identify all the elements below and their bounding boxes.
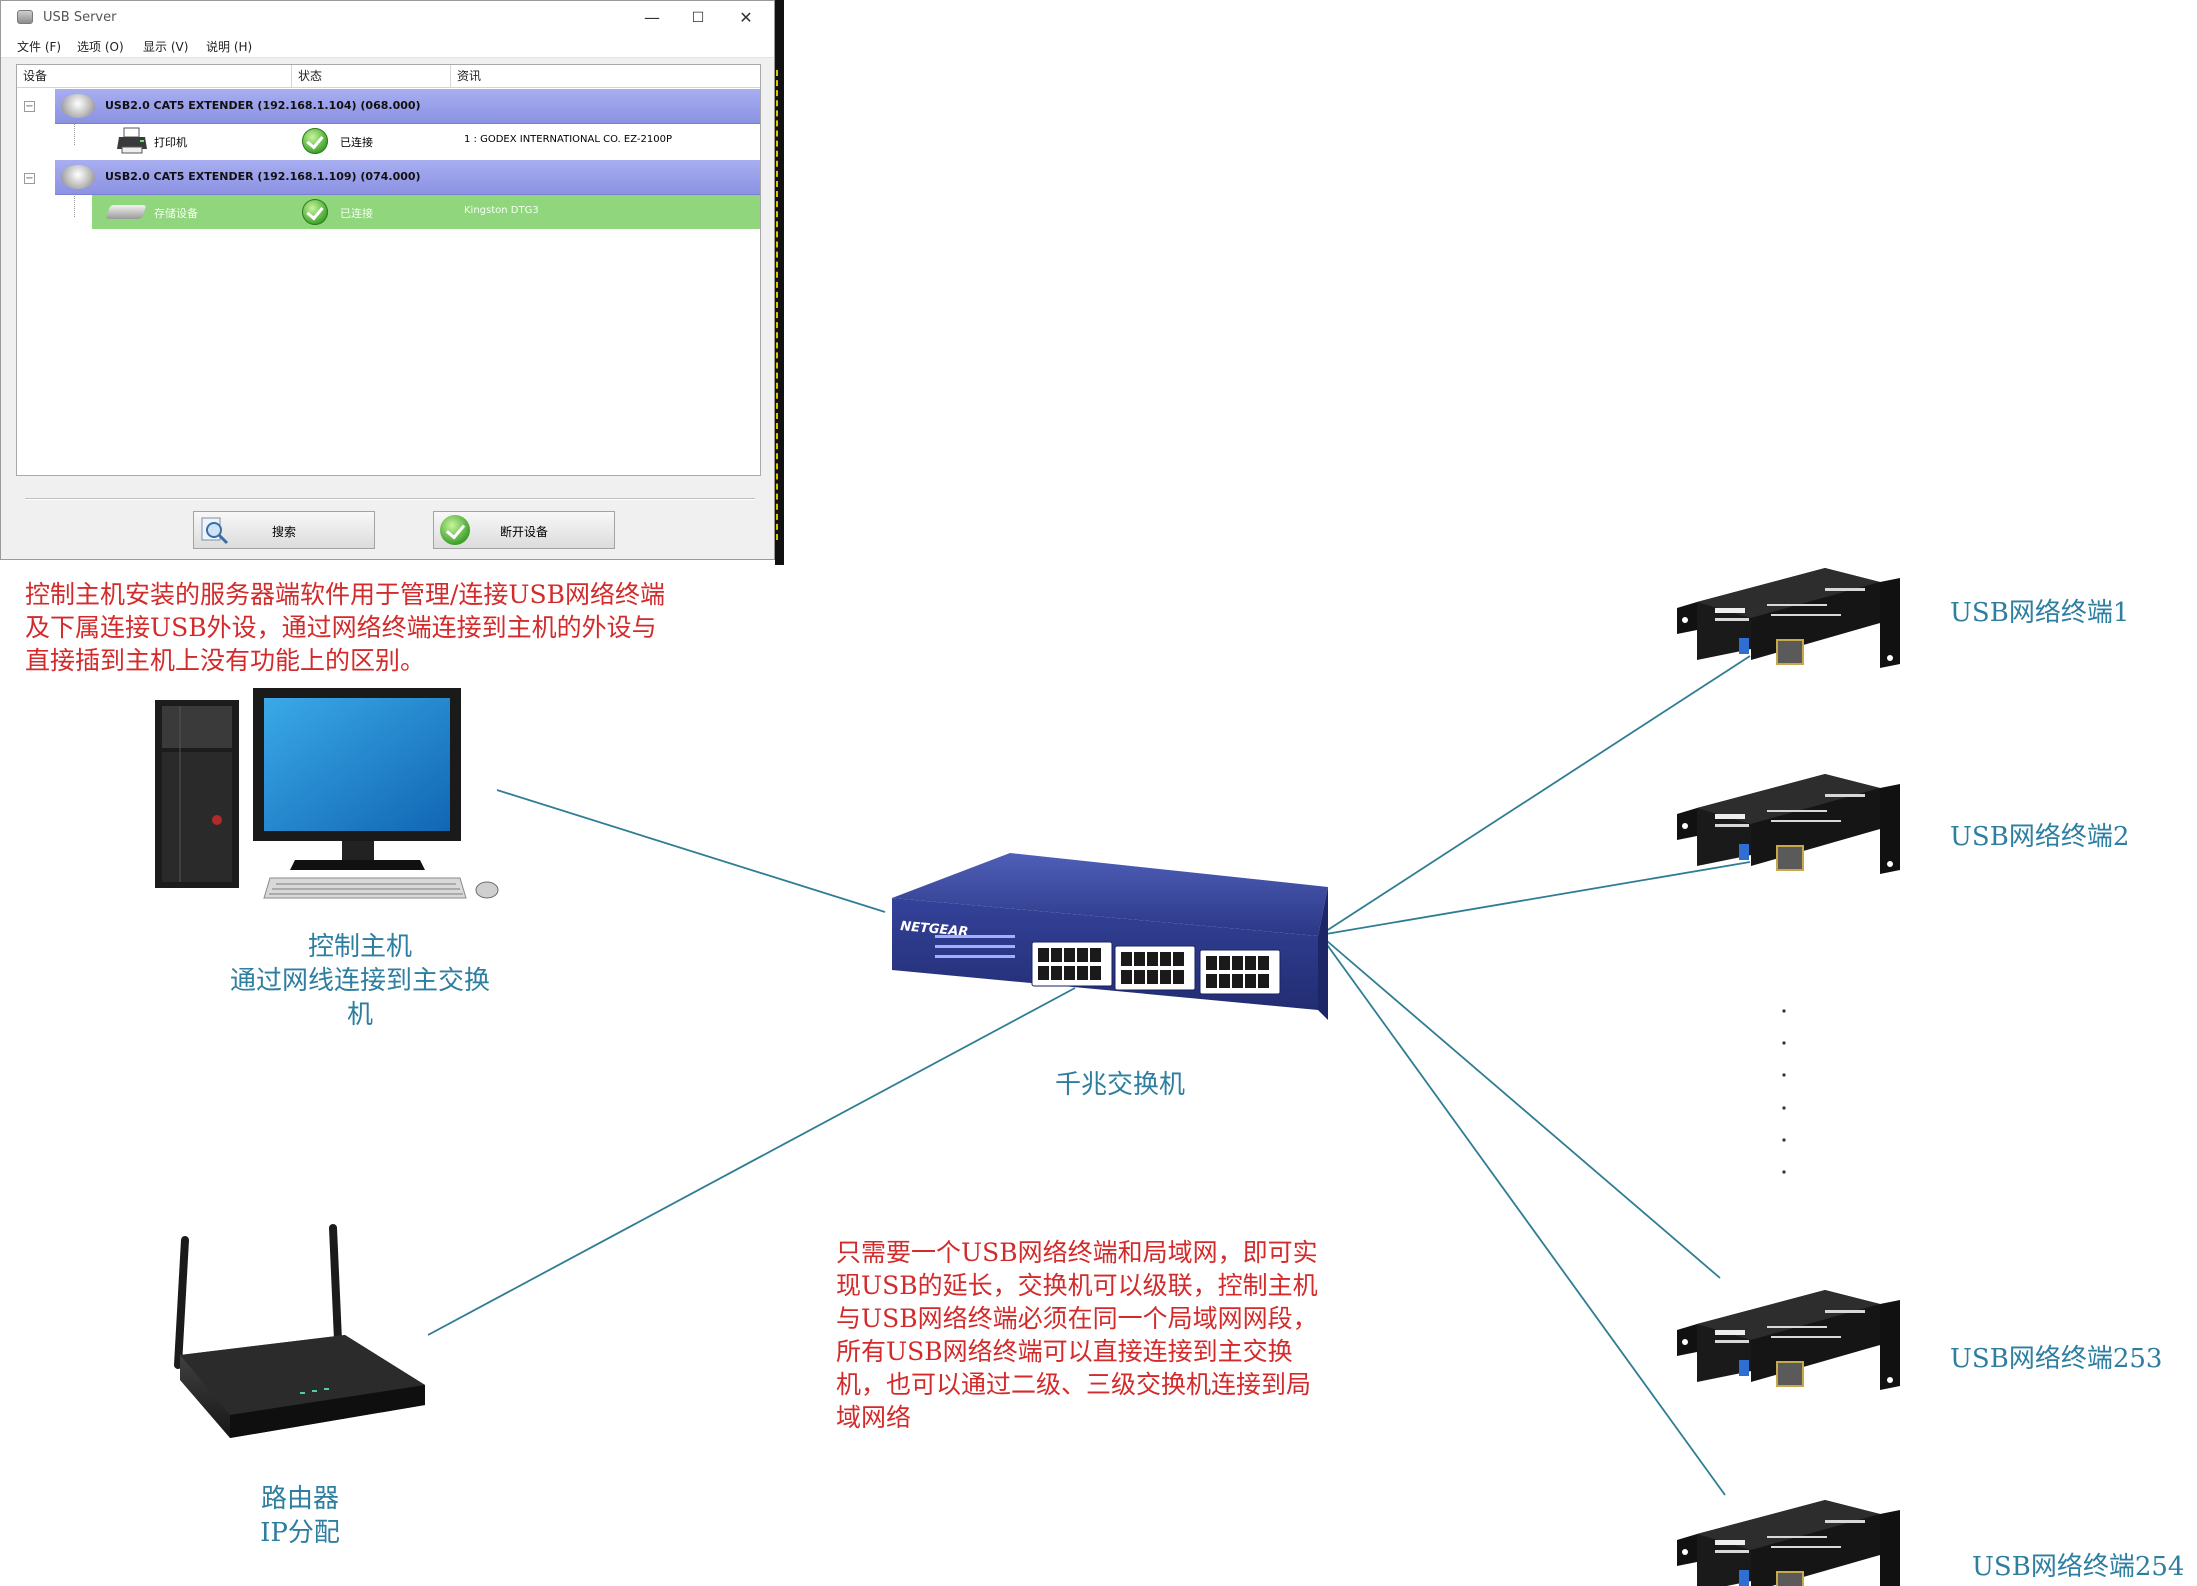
link-router-switch — [427, 987, 1076, 1336]
connected-check-icon — [302, 128, 328, 154]
device-name: 打印机 — [154, 136, 187, 149]
usb-terminal-icon — [1677, 774, 1900, 874]
device-info: Kingston DTG3 — [464, 205, 539, 216]
tree-line — [74, 121, 75, 145]
disconnect-button-label: 断开设备 — [499, 525, 548, 539]
extender-group-row[interactable]: USB2.0 CAT5 EXTENDER (192.168.1.104) (06… — [55, 89, 760, 124]
terminal-1-label: USB网络终端1 — [1950, 598, 2130, 628]
menu-bar: 文件 (F) 选项 (O) 显示 (V) 说明 (H) — [1, 35, 774, 58]
extender-group-label: USB2.0 CAT5 EXTENDER (192.168.1.109) (07… — [105, 170, 421, 183]
network-links — [427, 655, 1751, 1496]
device-list[interactable]: 设备 状态 资讯 − USB2.0 CAT5 EXTENDER (192.168… — [16, 64, 761, 476]
disconnect-device-button[interactable]: 断开设备 — [433, 511, 615, 549]
host-label: 控制主机通过网线连接到主交换机 — [229, 932, 490, 1030]
usb-terminal-icon — [1677, 568, 1900, 668]
search-button-label: 搜索 — [271, 525, 296, 539]
background-window-edge — [775, 0, 784, 565]
column-info[interactable]: 资讯 — [457, 69, 482, 83]
usb-terminal-icon — [1677, 1290, 1900, 1390]
extender-device-icon — [61, 165, 95, 189]
switch-brand-label: NETGEAR — [900, 919, 969, 940]
column-device[interactable]: 设备 — [17, 65, 292, 87]
usb-terminals — [1677, 568, 1900, 1586]
switch-label: 千兆交换机 — [1054, 1070, 1185, 1100]
router-icon — [174, 1224, 425, 1438]
device-status: 已连接 — [340, 207, 373, 220]
ellipsis-dots — [1782, 1009, 1786, 1174]
extender-group-label: USB2.0 CAT5 EXTENDER (192.168.1.104) (06… — [105, 99, 421, 112]
printer-icon — [117, 127, 147, 154]
extender-group-row[interactable]: USB2.0 CAT5 EXTENDER (192.168.1.109) (07… — [55, 160, 760, 195]
device-row[interactable]: 打印机 已连接 1 : GODEX INTERNATIONAL CO. EZ-2… — [92, 124, 760, 158]
menu-file[interactable]: 文件 (F) — [17, 40, 62, 54]
link-switch-terminal-1 — [1319, 655, 1751, 936]
connected-check-icon — [302, 199, 328, 225]
device-status: 已连接 — [340, 136, 373, 149]
link-host-switch — [496, 789, 886, 913]
device-name: 存储设备 — [154, 207, 198, 220]
terminal-253-label: USB网络终端253 — [1950, 1344, 2163, 1374]
menu-options[interactable]: 选项 (O) — [77, 40, 124, 54]
window-title: USB Server — [43, 10, 117, 25]
minimize-button[interactable]: — — [644, 8, 660, 27]
usb-server-app-icon — [17, 10, 33, 24]
maximize-button[interactable]: ☐ — [691, 10, 705, 26]
usb-terminal-icon — [1677, 1500, 1900, 1586]
link-switch-terminal-2 — [1319, 861, 1751, 936]
tree-line — [74, 193, 75, 217]
lan-note: 只需要一个USB网络终端和局域网，即可实现USB的延长，交换机可以级联，控制主机… — [836, 1238, 1318, 1432]
check-icon — [440, 515, 470, 545]
device-row-selected[interactable]: 存储设备 已连接 Kingston DTG3 — [92, 195, 760, 229]
usb-server-window[interactable]: USB Server — ☐ ✕ 文件 (F) 选项 (O) 显示 (V) 说明… — [0, 0, 775, 560]
server-software-note: 控制主机安装的服务器端软件用于管理/连接USB网络终端及下属连接USB外设，通过… — [25, 580, 665, 675]
link-switch-terminal-253 — [1319, 934, 1721, 1279]
close-button[interactable]: ✕ — [739, 8, 753, 27]
background-window-dash — [776, 70, 781, 540]
link-switch-terminal-254 — [1319, 934, 1726, 1496]
search-button[interactable]: 搜索 — [193, 511, 375, 549]
search-icon — [201, 517, 229, 545]
title-bar[interactable]: USB Server — ☐ ✕ — [1, 1, 774, 35]
column-status[interactable]: 状态 — [292, 65, 451, 87]
collapse-toggle-icon[interactable]: − — [24, 101, 35, 112]
separator — [25, 498, 755, 500]
extender-device-icon — [61, 94, 95, 118]
device-info: 1 : GODEX INTERNATIONAL CO. EZ-2100P — [464, 134, 672, 145]
menu-help[interactable]: 说明 (H) — [206, 40, 253, 54]
host-computer-icon — [155, 688, 499, 899]
device-list-header: 设备 状态 资讯 — [17, 65, 760, 88]
terminal-2-label: USB网络终端2 — [1950, 822, 2130, 852]
gigabit-switch-icon: NETGEAR — [892, 853, 1328, 1020]
terminal-254-label: USB网络终端254 — [1972, 1552, 2185, 1582]
menu-view[interactable]: 显示 (V) — [143, 40, 189, 54]
collapse-toggle-icon[interactable]: − — [24, 173, 35, 184]
